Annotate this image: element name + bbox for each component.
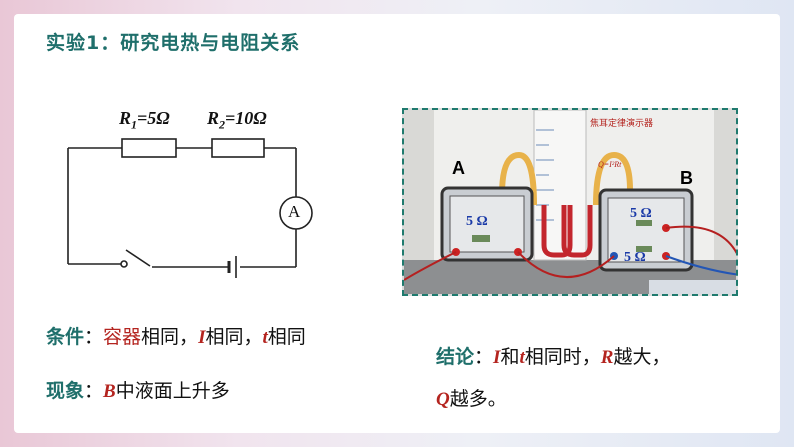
r1-value: =5Ω <box>137 108 170 128</box>
r1-symbol: R <box>119 108 132 128</box>
container-b-resistance-upper: 5 Ω <box>630 206 652 221</box>
conclusion-label: 结论 <box>436 346 475 368</box>
conclusion-symbol-q: Q <box>436 389 450 410</box>
conclusion-part1: 相同时， <box>524 346 601 368</box>
condition-line: 条件：容器相同，I相同，t相同 <box>46 322 306 349</box>
condition-colon: ： <box>84 326 104 348</box>
conclusion-part2: 越大， <box>613 346 671 368</box>
apparatus-photo: 焦耳定律演示器 Q=I²Rt A B 5 Ω 5 Ω 5 Ω <box>402 108 738 296</box>
switch-contact <box>120 260 128 268</box>
conclusion-colon: ： <box>474 346 494 368</box>
device-title: 焦耳定律演示器 <box>590 119 654 129</box>
condition-label: 条件 <box>46 326 85 348</box>
condition-container: 容器 <box>103 326 142 348</box>
r1-label: R1=5Ω <box>119 108 170 133</box>
container-b-label: B <box>680 168 693 188</box>
container-a-label: A <box>452 158 465 178</box>
container-b-resistance-lower: 5 Ω <box>624 250 646 265</box>
condition-symbol-t: t <box>262 327 268 348</box>
conclusion-line-1: 结论：I和t相同时，R越大， <box>436 342 670 369</box>
conclusion-line-2: Q越多。 <box>436 384 507 411</box>
r2-symbol: R <box>207 108 220 128</box>
condition-part2: 相同， <box>205 326 263 348</box>
r2-subscript: 2 <box>219 117 226 132</box>
r1-subscript: 1 <box>131 117 138 132</box>
conclusion-symbol-i: I <box>493 347 501 368</box>
slide-title: 实验1：研究电热与电阻关系 <box>46 32 301 54</box>
phenomenon-symbol-b: B <box>103 381 116 402</box>
condition-part3: 相同 <box>267 326 306 348</box>
ammeter-label: A <box>288 202 301 221</box>
condition-symbol-i: I <box>198 327 206 348</box>
resistor-r2 <box>211 138 265 158</box>
condition-part1: 相同， <box>141 326 199 348</box>
switch-lever <box>125 249 151 267</box>
conclusion-part3: 越多。 <box>449 388 507 410</box>
conclusion-symbol-t: t <box>519 347 525 368</box>
conclusion-symbol-r: R <box>600 347 614 368</box>
resistor-r1 <box>121 138 177 158</box>
phenomenon-label: 现象 <box>46 380 85 402</box>
r2-label: R2=10Ω <box>207 108 267 133</box>
device-formula: Q=I²Rt <box>598 160 622 169</box>
phenomenon-text: 中液面上升多 <box>115 380 230 402</box>
r2-value: =10Ω <box>225 108 267 128</box>
conclusion-and: 和 <box>500 346 520 368</box>
phenomenon-line: 现象：B中液面上升多 <box>46 376 230 403</box>
phenomenon-colon: ： <box>84 380 104 402</box>
apparatus-illustration <box>404 110 736 294</box>
container-a-resistance: 5 Ω <box>466 214 488 229</box>
